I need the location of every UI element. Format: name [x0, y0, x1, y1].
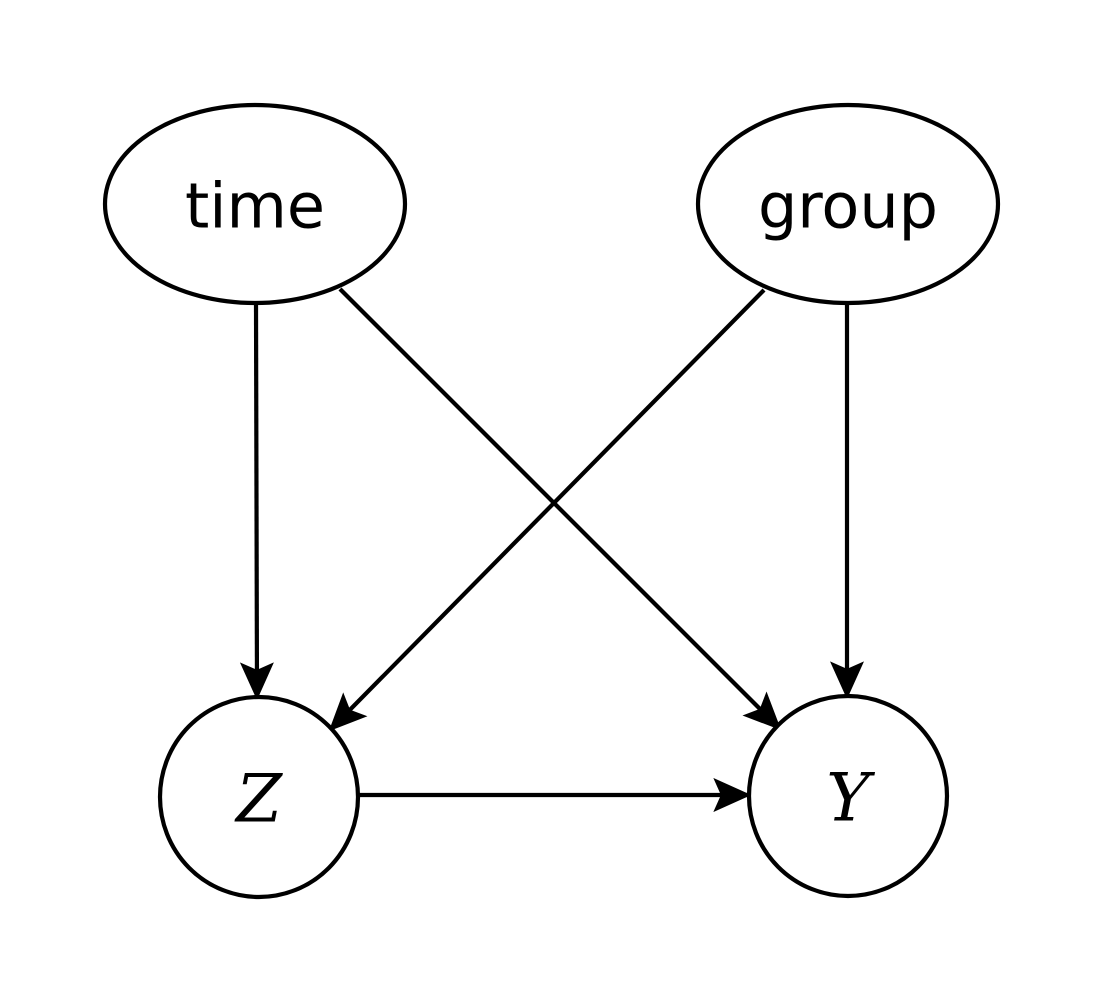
node-Z[interactable]: Z	[157, 694, 361, 900]
node-Y[interactable]: Y	[746, 693, 950, 899]
node-group-label: group	[758, 170, 938, 243]
edge-layer	[239, 287, 865, 813]
node-Z-label: Z	[234, 761, 283, 838]
edge-group-to-Z	[328, 288, 766, 732]
node-group[interactable]: group	[695, 102, 1001, 306]
node-layer: time group Z Y	[102, 102, 1001, 900]
node-time[interactable]: time	[102, 102, 408, 306]
edge-time-to-Y-line	[338, 287, 782, 731]
edge-time-to-Z	[239, 302, 274, 701]
edge-time-to-Z-line	[239, 302, 274, 701]
node-Y-label: Y	[826, 760, 875, 837]
node-Z-circle[interactable]	[157, 694, 361, 900]
edge-group-to-Z-line	[328, 288, 766, 732]
node-time-label: time	[185, 170, 325, 243]
node-Y-circle[interactable]	[746, 693, 950, 899]
node-group-ellipse[interactable]	[695, 102, 1001, 306]
node-time-ellipse[interactable]	[102, 102, 408, 306]
edge-time-to-Y	[338, 287, 782, 731]
